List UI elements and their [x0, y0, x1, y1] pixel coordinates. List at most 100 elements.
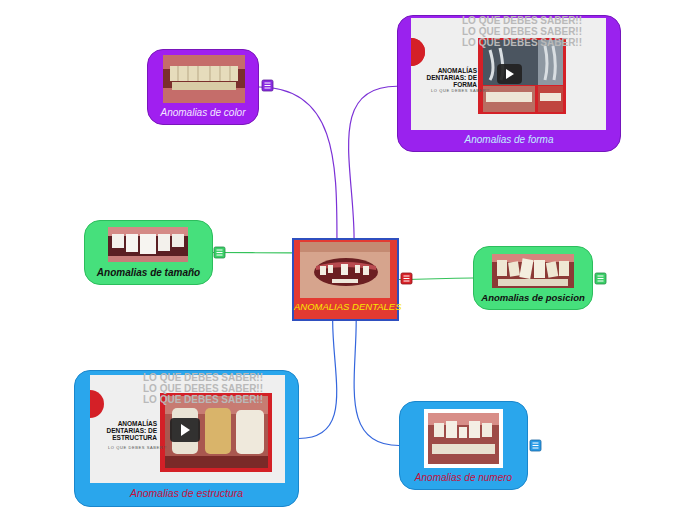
photo-bg: [492, 254, 574, 288]
photo-upper-teeth: [170, 66, 238, 81]
photo-lip: [108, 256, 188, 262]
thumbnail-xray-roots: [490, 46, 555, 80]
photo-gum: [163, 55, 245, 69]
menu-icon-lines: [217, 250, 223, 255]
branch-connector: [213, 252, 292, 254]
photo-bg: [108, 227, 188, 262]
menu-icon-box: [262, 80, 273, 91]
tamano-photo: [108, 227, 188, 262]
thumbnail-red-circle: [90, 390, 104, 418]
photo-gum: [428, 413, 499, 425]
branch-box: Anomalias de posicion: [473, 246, 593, 310]
thumbnail-teeth-photo: [483, 86, 535, 112]
forma-thumbnail: [411, 18, 606, 130]
photo-lower-teeth: [332, 279, 358, 283]
photo-lower-teeth: [498, 279, 568, 286]
photo-gum: [492, 254, 574, 262]
photo-tooth: [508, 261, 520, 276]
photo-tooth: [446, 421, 457, 438]
branch-box: Anomalias de numero: [399, 401, 528, 490]
menu-icon-box: [595, 273, 606, 284]
play-icon: [181, 424, 190, 436]
menu-icon: [214, 247, 225, 258]
photo-tooth: [519, 258, 533, 279]
photo-tooth: [534, 260, 545, 278]
node-label: Anomalias de estructura: [75, 488, 298, 500]
menu-icon: [401, 273, 412, 284]
thumbnail-teeth: [486, 92, 532, 102]
posicion-photo: [492, 254, 574, 288]
photo-mouth: [314, 258, 378, 286]
menu-icon: [595, 273, 606, 284]
thumbnail-red-frame: [160, 393, 272, 472]
menu-icon-lines: [533, 443, 539, 448]
thumbnail-red-circle: [411, 38, 425, 66]
node-label: Anomalias de numero: [400, 472, 527, 483]
photo-tooth: [112, 234, 124, 248]
thumbnail-tooth: [172, 408, 198, 454]
branch-box: Anomalias de estructura: [74, 370, 299, 507]
photo-tooth: [363, 266, 369, 275]
photo-tooth: [469, 421, 480, 438]
photo-tooth: [158, 234, 170, 251]
thumbnail-xray: [483, 40, 538, 85]
thumbnail-red-frame: [478, 38, 566, 114]
photo-gum: [316, 262, 376, 270]
thumbnail-photo: [165, 396, 268, 468]
photo-tooth-lines: [178, 66, 230, 81]
photo-tooth: [328, 265, 333, 273]
central-photo: [300, 242, 390, 298]
thumbnail-teeth: [540, 93, 561, 101]
photo-skin: [300, 242, 390, 298]
thumbnail-lip: [165, 456, 268, 468]
node-label: Anomalias de forma: [398, 134, 620, 145]
play-button: [170, 418, 200, 442]
menu-icon-box: [530, 440, 541, 451]
menu-icon: [262, 80, 273, 91]
photo-bg: [163, 55, 245, 103]
menu-icon-lines: [404, 276, 410, 281]
thumbnail-bg: [90, 375, 285, 483]
photo-tooth: [320, 266, 326, 275]
thumbnail-tooth: [205, 408, 231, 454]
photo-tooth: [126, 234, 138, 252]
photo-tooth: [497, 260, 507, 276]
node-label: Anomalias de color: [148, 107, 258, 118]
photo-tooth: [434, 423, 444, 437]
branch-connector: [259, 87, 337, 238]
thumbnail-xray: [538, 40, 563, 85]
photo-tooth: [546, 261, 558, 278]
branch-connector: [354, 321, 399, 446]
photo-frame: [424, 409, 503, 468]
menu-icon-lines: [598, 276, 604, 281]
node-label: Anomalias de posicion: [474, 293, 592, 303]
branch-connector: [399, 278, 473, 280]
branch-box: Anomalias de tamaño: [84, 220, 213, 285]
node-label: Anomalias de tamaño: [85, 267, 212, 278]
photo-lower-teeth: [172, 82, 236, 90]
thumbnail-tooth: [236, 410, 264, 454]
photo-tooth: [482, 423, 492, 437]
photo-gum: [108, 227, 188, 236]
photo-gum: [163, 88, 245, 103]
node-label: ANOMALIAS DENTALES: [294, 302, 397, 312]
menu-icon-box: [401, 273, 412, 284]
photo-tooth: [355, 265, 360, 273]
menu-icon: [530, 440, 541, 451]
branch-box: Anomalias de forma: [397, 15, 621, 152]
photo-shadow: [300, 242, 390, 252]
photo-tooth: [172, 234, 184, 247]
photo-tooth: [140, 234, 156, 254]
menu-icon-lines: [265, 83, 271, 88]
thumbnail-teeth-photo: [538, 86, 563, 112]
color-photo: [163, 55, 245, 103]
photo-bg: [428, 413, 499, 464]
photo-extra-tooth: [459, 427, 467, 438]
branch-connector: [299, 321, 337, 439]
play-button: [497, 64, 522, 84]
play-icon: [506, 69, 514, 79]
numero-photo: [424, 409, 503, 468]
estructura-thumbnail: [90, 375, 285, 483]
